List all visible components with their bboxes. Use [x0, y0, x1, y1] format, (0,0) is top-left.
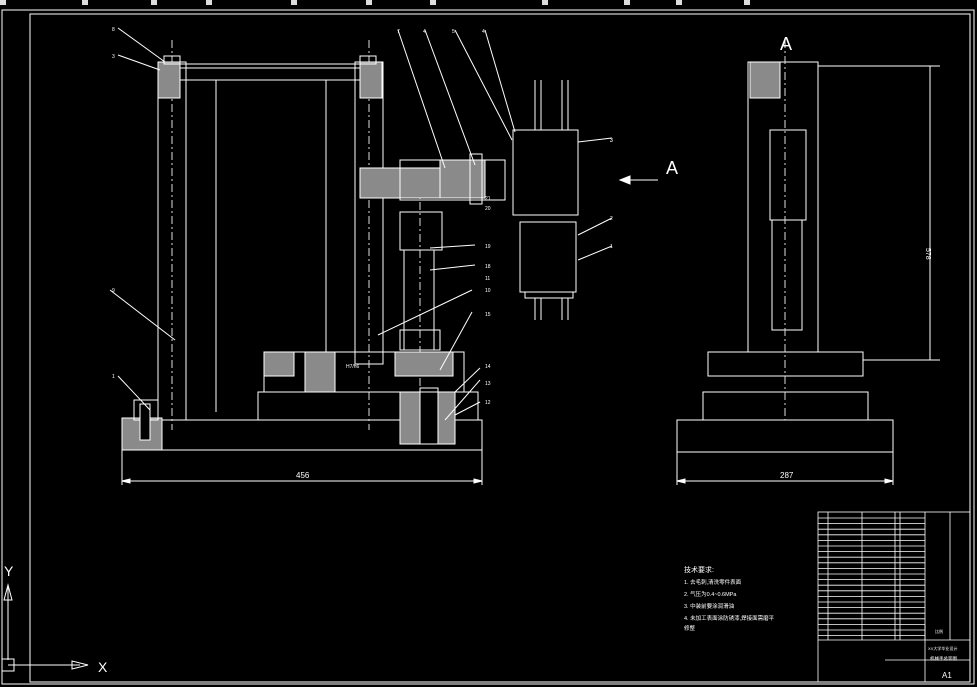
dim-side-width: 287 [780, 471, 794, 480]
window-icon-6[interactable] [366, 0, 372, 5]
callout-right-2: 19 [485, 244, 491, 250]
callout-right-3: 18 [485, 264, 491, 270]
window-icon-10[interactable] [676, 0, 682, 5]
title-block-scale: 比例 [935, 628, 943, 634]
window-icon-11[interactable] [744, 0, 750, 5]
front-view [109, 27, 516, 485]
callout-right-6: 15 [485, 312, 491, 318]
title-block-school: XX大学毕业设计 [928, 645, 957, 651]
callout-right-1: 20 [485, 206, 491, 212]
callout-right-5: 10 [485, 288, 491, 294]
gripper-detail [512, 80, 658, 320]
window-icon-4[interactable] [206, 0, 212, 5]
view-label-a: A [780, 34, 792, 54]
window-icon-3[interactable] [151, 0, 157, 5]
tech-note-3: 4. 未加工表面涂防锈漆,焊接面需磨平 [684, 614, 775, 622]
window-icon-9[interactable] [624, 0, 630, 5]
callout-left-0: 9 [112, 288, 115, 294]
tech-notes-title: 技术要求: [684, 565, 714, 574]
callout-right-0: 21 [485, 196, 491, 202]
callout-top-6: 3 [610, 138, 613, 144]
callout-right-7: 14 [485, 364, 491, 370]
tech-note-2: 3. 中装前要涂润滑油 [684, 602, 735, 610]
titlebar-icon-strip [0, 0, 750, 5]
gripper-callout-0: 3 [610, 138, 613, 144]
window-icon-1[interactable] [0, 0, 6, 5]
window-icon-8[interactable] [542, 0, 548, 5]
sheet-outer-border [1, 9, 975, 685]
arrow-label-a: A [666, 158, 678, 178]
ucs-icon [1, 583, 89, 672]
callout-top-0: 8 [112, 27, 115, 33]
title-block [817, 511, 971, 683]
tech-note-1: 2. 气压为0.4~0.6MPa [684, 590, 737, 598]
tech-note-0: 1. 去毛刺,清洗零件表面 [684, 578, 742, 586]
callout-right-8: 13 [485, 381, 491, 387]
callout-top-3: 4 [423, 29, 426, 35]
dim-front-width: 456 [296, 471, 310, 480]
sheet-inner-border [29, 13, 971, 683]
window-icon-7[interactable] [430, 0, 436, 5]
tech-note-4: 修整 [684, 624, 696, 632]
window-icon-2[interactable] [82, 0, 88, 5]
callout-right-9: 12 [485, 400, 491, 406]
callout-top-4: 5 [452, 29, 455, 35]
ucs-y-label: Y [4, 563, 14, 579]
title-block-sheet-size: A1 [942, 671, 952, 680]
callout-right-4: 11 [485, 276, 490, 282]
side-view-a [676, 40, 940, 485]
callout-top-1: 3 [112, 54, 115, 60]
dim-side-height: 578 [924, 248, 931, 260]
fit-note: H7/h6 [346, 364, 360, 370]
callout-top-5: 4 [482, 29, 485, 35]
window-icon-5[interactable] [291, 0, 297, 5]
gripper-callout-1: 2 [610, 216, 613, 222]
gripper-callout-2: 1 [610, 244, 613, 250]
ucs-x-label: X [98, 659, 108, 675]
title-block-drawing-title: 机械手总装图 [930, 655, 957, 662]
callout-top-2: 7 [397, 29, 400, 35]
callout-left-1: 1 [112, 374, 115, 380]
